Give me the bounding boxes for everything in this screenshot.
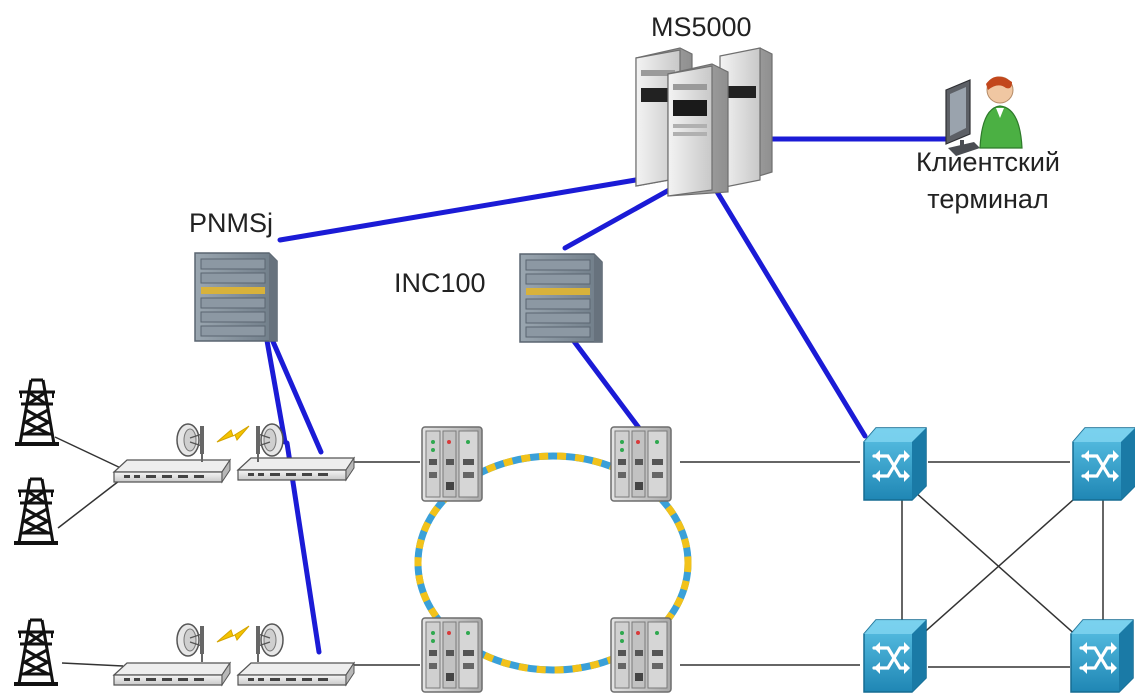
network-switch-icon <box>1071 426 1135 502</box>
pnmsj-label: PNMSj <box>189 208 274 238</box>
wire-pylon1-modem <box>54 436 126 471</box>
radio-modem-icon <box>237 662 355 686</box>
multiplexer-icon <box>610 426 672 502</box>
fiber-ring <box>414 452 692 674</box>
dish-antenna-icon <box>255 423 284 463</box>
inc100-label: INC100 <box>394 268 486 298</box>
radio-modem-icon <box>113 459 231 483</box>
ms5000-label: MS5000 <box>651 12 752 42</box>
network-switch-icon <box>862 618 928 693</box>
client-terminal-line2: терминал <box>927 184 1049 214</box>
client-terminal-line1: Клиентский <box>915 147 1061 177</box>
management-links <box>263 136 951 655</box>
multiplexer-icon <box>421 426 483 502</box>
wiring <box>54 436 1104 668</box>
link-ms5000-pnmsj <box>277 168 692 243</box>
network-switch-icon <box>1069 618 1135 693</box>
inc100-server-tower-icon <box>519 253 603 343</box>
lightning-icon <box>216 425 250 443</box>
dish-antenna-icon <box>255 623 284 663</box>
link-pnmsj-modem-top-a <box>263 332 288 445</box>
dish-antenna-icon <box>176 623 205 663</box>
link-ms5000-switch <box>702 169 868 439</box>
link-pnmsj-modem-top-b <box>268 334 324 455</box>
pnmsj-server-tower-icon <box>194 252 278 342</box>
wire-switch-diag-1 <box>914 491 1079 638</box>
radio-modem-icon <box>113 662 231 686</box>
wire-switch-diag-2 <box>918 491 1083 638</box>
power-tower-icon <box>12 618 60 686</box>
ms5000-server-cluster-icon <box>635 47 773 197</box>
network-switch-icon <box>862 426 928 502</box>
multiplexer-icon <box>610 617 672 693</box>
client-terminal-label: Клиентский терминал <box>894 144 1082 218</box>
power-tower-icon <box>12 477 60 545</box>
wire-pylon2-modem <box>57 473 129 529</box>
multiplexer-icon <box>421 617 483 693</box>
link-inc100-mux <box>570 337 645 435</box>
lightning-icon <box>216 625 250 643</box>
power-tower-icon <box>13 378 61 446</box>
client-workstation-icon <box>945 76 1023 156</box>
radio-modem-icon <box>237 457 355 481</box>
wire-pylon3-modem <box>61 662 124 667</box>
dish-antenna-icon <box>176 423 205 463</box>
